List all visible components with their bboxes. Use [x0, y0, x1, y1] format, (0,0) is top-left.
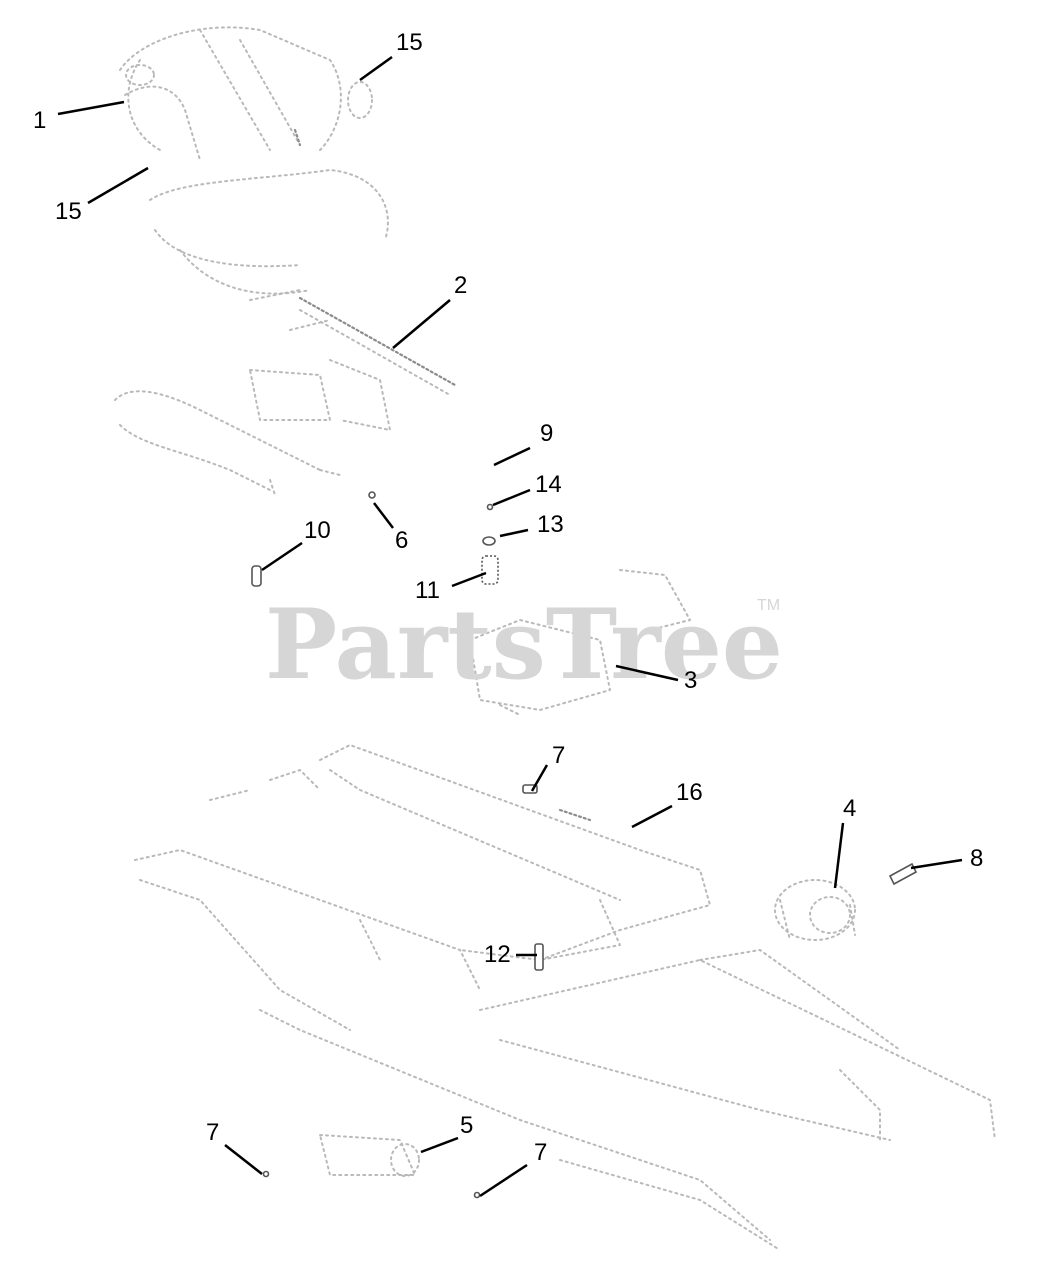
callout-11: 11	[415, 577, 440, 604]
bracket-3-drawing	[469, 569, 691, 716]
fasteners-drawing	[251, 491, 918, 1199]
callout-13: 13	[537, 511, 564, 538]
leader-5	[420, 1136, 459, 1154]
diagram-artwork	[114, 26, 996, 1251]
leader-1	[57, 100, 125, 116]
callout-7-middle: 7	[552, 742, 565, 769]
callout-7-lower-left: 7	[206, 1119, 219, 1146]
leader-4	[833, 822, 845, 889]
callout-1: 1	[33, 107, 46, 134]
watermark-trademark: TM	[757, 597, 780, 614]
leader-6	[373, 502, 394, 529]
watermark-text: PartsTree	[265, 588, 783, 701]
leader-13	[499, 528, 529, 538]
callout-5: 5	[460, 1112, 473, 1139]
callout-15-left: 15	[55, 198, 82, 225]
callout-9: 9	[540, 420, 553, 447]
middle-bracket-drawing	[114, 359, 391, 496]
watermark: PartsTree TM	[265, 588, 783, 701]
callout-12: 12	[484, 941, 511, 968]
leader-14	[492, 488, 531, 507]
part-5-drawing	[319, 1134, 420, 1177]
leader-7c	[479, 1163, 528, 1198]
leader-8	[910, 858, 963, 870]
callout-6: 6	[395, 527, 408, 554]
callout-4: 4	[843, 795, 856, 822]
leader-3	[615, 664, 679, 682]
callout-2: 2	[454, 272, 467, 299]
leader-7b	[224, 1144, 263, 1175]
leader-2	[392, 299, 451, 349]
leader-9	[493, 446, 531, 467]
callout-3: 3	[684, 667, 697, 694]
callout-8: 8	[970, 845, 983, 872]
callout-16: 16	[676, 779, 703, 806]
callout-14: 14	[535, 471, 562, 498]
lower-frame-drawing	[134, 744, 996, 1251]
callout-7-lower-right: 7	[534, 1139, 547, 1166]
shaft-drawing	[249, 289, 457, 396]
leader-15b	[87, 166, 149, 205]
leader-7a	[530, 764, 549, 792]
leader-11	[451, 571, 487, 588]
leader-15a	[359, 55, 393, 82]
callout-10: 10	[304, 517, 331, 544]
hub-4-drawing	[774, 879, 856, 941]
leader-16	[631, 804, 673, 829]
leader-lines	[57, 55, 963, 1198]
upper-housing-drawing	[119, 26, 389, 295]
callout-15-top: 15	[396, 29, 423, 56]
leader-10	[261, 541, 303, 572]
part-callouts: 1 15 15 2 9 14 13 10 6 11 3 7 16 4 8 12 …	[33, 29, 983, 1166]
